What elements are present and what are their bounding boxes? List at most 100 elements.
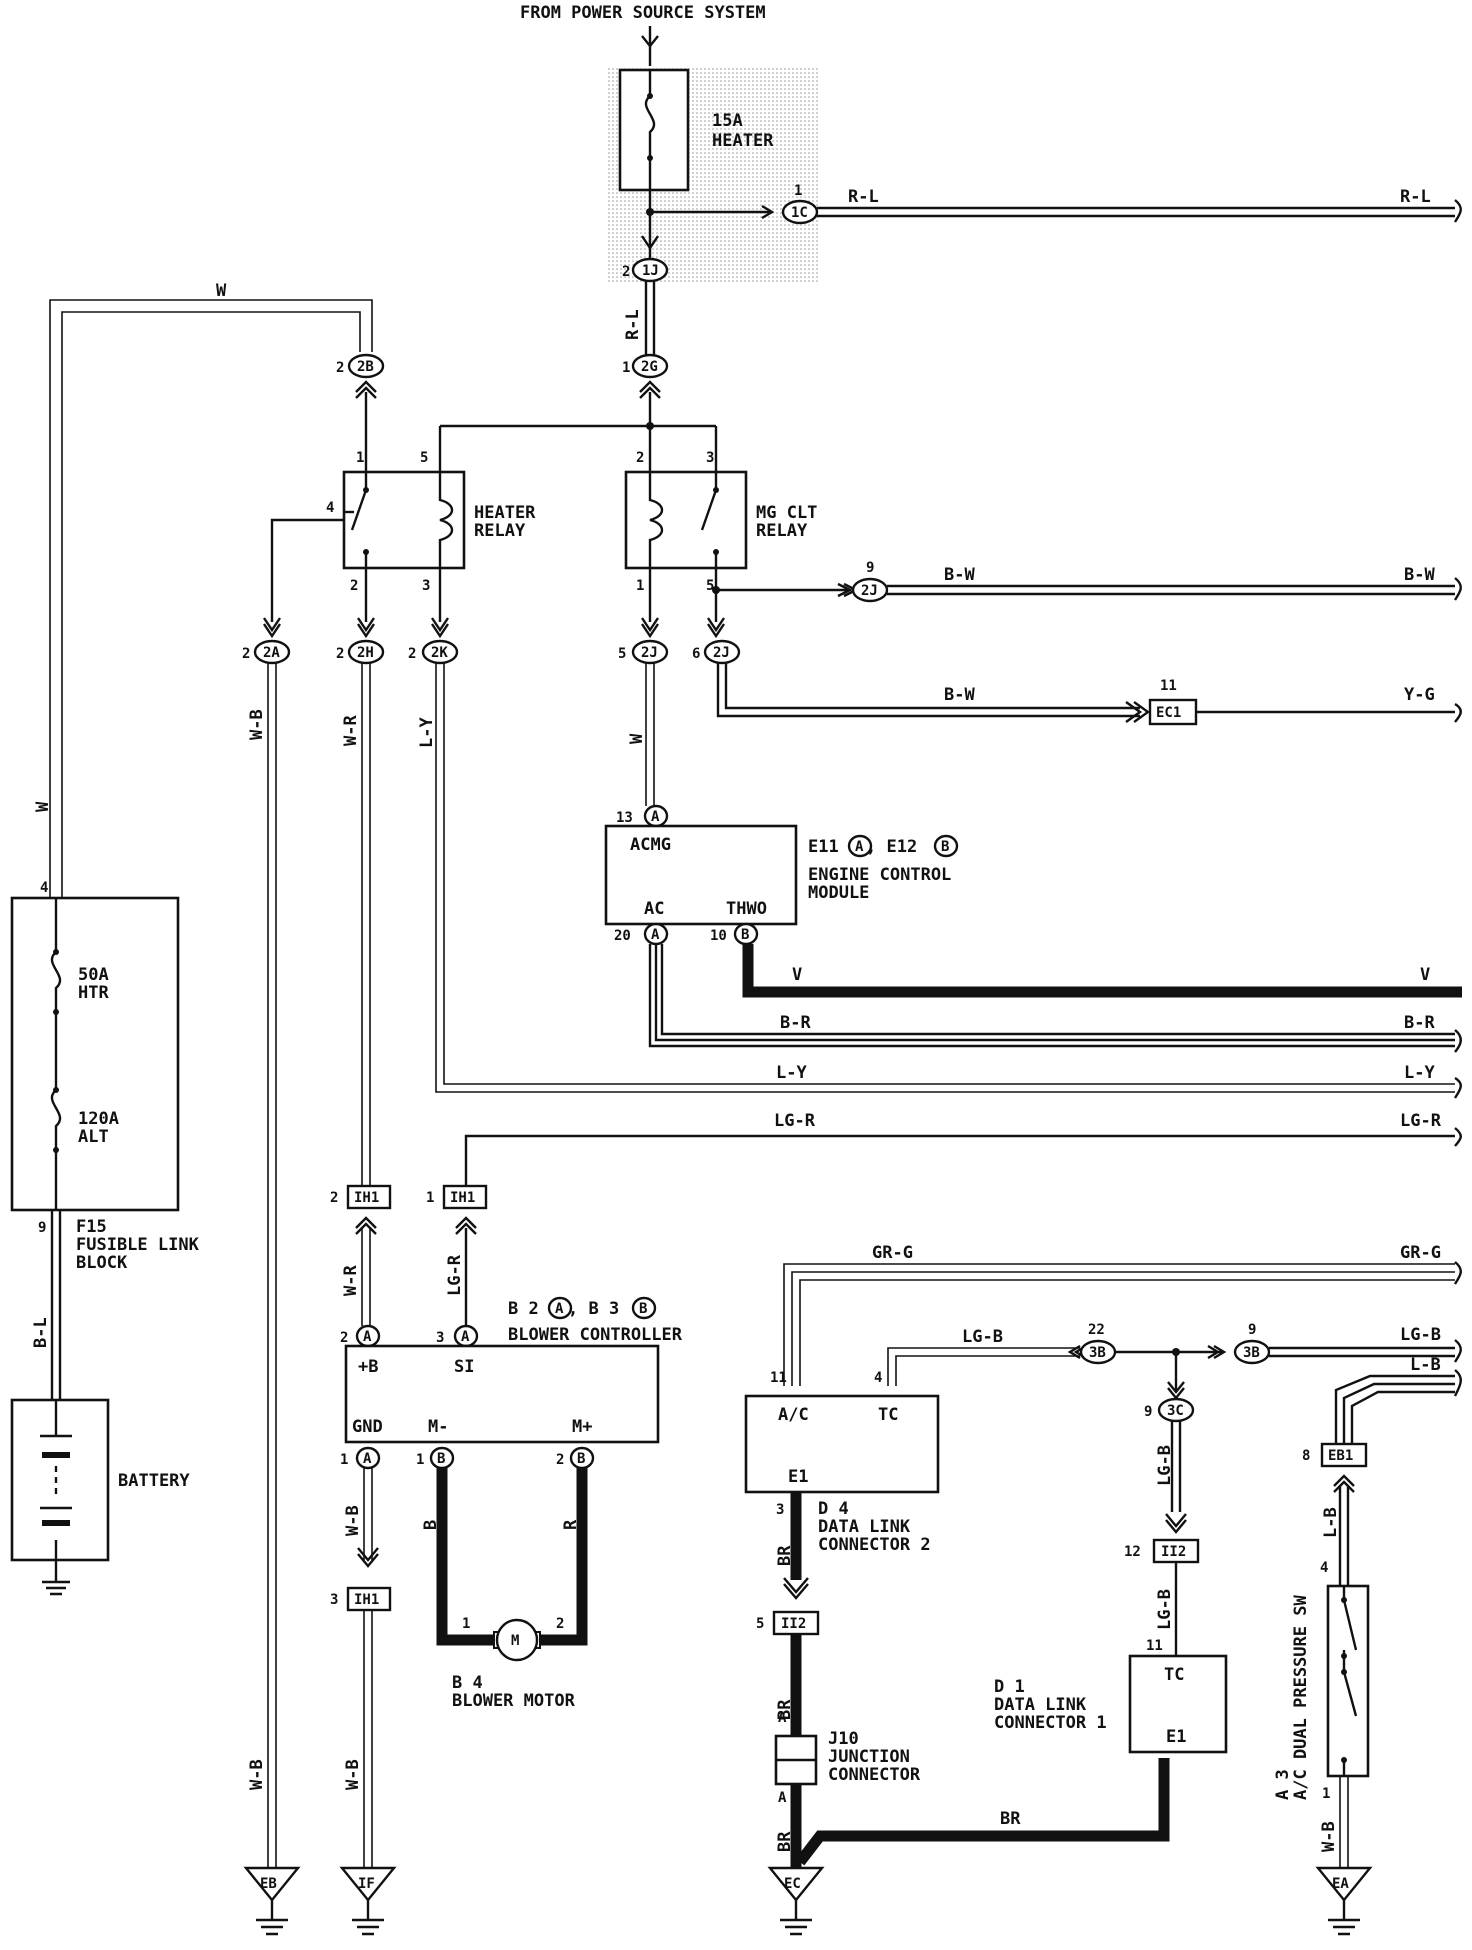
wire-lgr-vert-label: LG-R bbox=[445, 1254, 465, 1296]
connector-3b-9-label: 3B bbox=[1243, 1345, 1260, 1361]
wire-b-label: B bbox=[421, 1520, 441, 1530]
ecm-ref: E11 bbox=[808, 837, 839, 857]
connector-ih1-3-pin: 3 bbox=[330, 1592, 338, 1608]
connector-ec1-pin: 11 bbox=[1160, 678, 1177, 694]
arrow-ih1-1 bbox=[455, 1216, 477, 1235]
dlc1-pin-tc: TC bbox=[1164, 1665, 1184, 1685]
wire-wb-2a-eb bbox=[267, 663, 277, 1868]
mg-relay-name-2: RELAY bbox=[756, 521, 808, 541]
fuse-50a-rating: 50A bbox=[78, 965, 109, 985]
arrow-ec1 bbox=[1125, 701, 1151, 723]
dlc2-pin11: 11 bbox=[770, 1370, 787, 1386]
dpsw-contact-3 bbox=[1341, 1669, 1347, 1675]
fusible-link-name-1: FUSIBLE LINK bbox=[76, 1235, 200, 1255]
bc-pin2: 2 bbox=[340, 1330, 348, 1346]
fusible-link-ref: F15 bbox=[76, 1217, 107, 1237]
ecm-ref-b: B bbox=[941, 839, 949, 855]
fuse-15a-terminal-top bbox=[647, 93, 653, 99]
wire-ly-label-vert: L-Y bbox=[417, 717, 437, 748]
wire-lgr bbox=[464, 1134, 1455, 1186]
wire-r-label: R bbox=[561, 1519, 581, 1530]
fuse-15a-rating: 15A bbox=[712, 111, 743, 131]
mg-relay-pin1: 1 bbox=[636, 578, 644, 594]
ecm-ref-a: A bbox=[855, 839, 864, 855]
connector-2j-9-pin: 9 bbox=[866, 560, 874, 576]
connector-ih1-1 bbox=[442, 1184, 488, 1210]
ground-if-label: IF bbox=[358, 1876, 375, 1892]
fuse-120a-name: ALT bbox=[78, 1127, 109, 1147]
dlc1-box bbox=[1128, 1654, 1228, 1754]
fuse-120a-top bbox=[53, 1087, 59, 1093]
wire-grg-label-1: GR-G bbox=[872, 1243, 913, 1263]
connector-ih1-2-pin: 2 bbox=[330, 1190, 338, 1206]
bc-pin-gnd: GND bbox=[352, 1417, 383, 1437]
connector-1c bbox=[781, 199, 819, 225]
connector-2h-label: 2H bbox=[357, 645, 374, 661]
fusible-link-pin4: 4 bbox=[40, 880, 48, 896]
wire-br-label-3: BR bbox=[775, 1831, 795, 1852]
arrow-2j-6 bbox=[707, 617, 725, 639]
connector-3b-9 bbox=[1233, 1339, 1271, 1365]
mg-relay-pin3: 3 bbox=[706, 450, 714, 466]
dpsw-pin4: 4 bbox=[1320, 1560, 1328, 1576]
dlc2-ref: D 4 bbox=[818, 1499, 849, 1519]
ecm-pin13: 13 bbox=[616, 810, 633, 826]
wire-bw-ec1-label: B-W bbox=[944, 685, 975, 705]
connector-ii2-12-pin: 12 bbox=[1124, 1544, 1141, 1560]
connector-2b-pin: 2 bbox=[336, 360, 344, 376]
fuse-50a-name: HTR bbox=[78, 983, 109, 1003]
arrow-3b-9 bbox=[1207, 1344, 1227, 1360]
wire-wb-label-2: W-B bbox=[247, 1759, 267, 1790]
heater-relay-contact1 bbox=[363, 487, 369, 493]
j10-name-1: JUNCTION bbox=[828, 1747, 910, 1767]
connector-2a-pin: 2 bbox=[242, 646, 250, 662]
arrow-ih1-2 bbox=[355, 1216, 377, 1235]
wire-rl-label-1: R-L bbox=[848, 187, 879, 207]
heater-relay-pin3: 3 bbox=[422, 578, 430, 594]
bc-ref-a: A bbox=[555, 1301, 564, 1317]
wire-b-motor bbox=[436, 1468, 494, 1646]
ground-eb-label: EB bbox=[260, 1876, 277, 1892]
wire-lb-eb1 bbox=[1334, 1422, 1354, 1444]
wire-rl-right bbox=[817, 206, 1455, 218]
wire-ly-label-right: L-Y bbox=[1404, 1063, 1435, 1083]
wire-yg-label: Y-G bbox=[1404, 685, 1435, 705]
fuse-50a-top bbox=[53, 949, 59, 955]
wire-br-label-1: BR bbox=[775, 1545, 795, 1566]
ground-eb bbox=[243, 1866, 301, 1936]
arrow-2b bbox=[355, 380, 377, 399]
wire-grg-break bbox=[1453, 1261, 1462, 1285]
connector-1j-label: 1J bbox=[642, 263, 659, 279]
bc-pin2-mp: 2 bbox=[556, 1452, 564, 1468]
wire-wr-label-1: W-R bbox=[341, 715, 361, 746]
connector-ii2-5-pin: 5 bbox=[756, 1616, 764, 1632]
connector-2k-pin: 2 bbox=[408, 646, 416, 662]
dlc1-pin3: 3 bbox=[1158, 1760, 1166, 1776]
connector-ih1-1-label: IH1 bbox=[450, 1190, 475, 1206]
dpsw-contact-4 bbox=[1341, 1757, 1347, 1763]
connector-2j-5-pin: 5 bbox=[618, 646, 626, 662]
motor-pin2: 2 bbox=[556, 1616, 564, 1632]
wire-v-label-1: V bbox=[792, 965, 802, 985]
wire-bw-ec1 bbox=[716, 663, 1140, 718]
connector-ih1-2 bbox=[346, 1184, 392, 1210]
mg-relay-contact2 bbox=[713, 549, 719, 555]
arrow-1j bbox=[641, 235, 659, 251]
bc-ref2: , B 3 bbox=[568, 1299, 619, 1319]
bc-pin1-mm: 1 bbox=[416, 1452, 424, 1468]
connector-eb1-label: EB1 bbox=[1328, 1448, 1353, 1464]
wire-grg bbox=[783, 1263, 1455, 1386]
ecm-pin20: 20 bbox=[614, 928, 631, 944]
arrow-2k bbox=[431, 617, 449, 639]
wire-lgb-tc bbox=[887, 1347, 1080, 1386]
ecm-name-1: ENGINE CONTROL bbox=[808, 865, 951, 885]
connector-2j-6-pin: 6 bbox=[692, 646, 700, 662]
bc-name: BLOWER CONTROLLER bbox=[508, 1325, 683, 1345]
power-source-arrow bbox=[641, 35, 659, 48]
heater-relay-coil bbox=[438, 472, 454, 568]
connector-2a-label: 2A bbox=[263, 645, 280, 661]
fuse-120a-bottom bbox=[53, 1147, 59, 1153]
fuse-junction-dot bbox=[646, 208, 654, 216]
heater-relay-name-1: HEATER bbox=[474, 503, 536, 523]
